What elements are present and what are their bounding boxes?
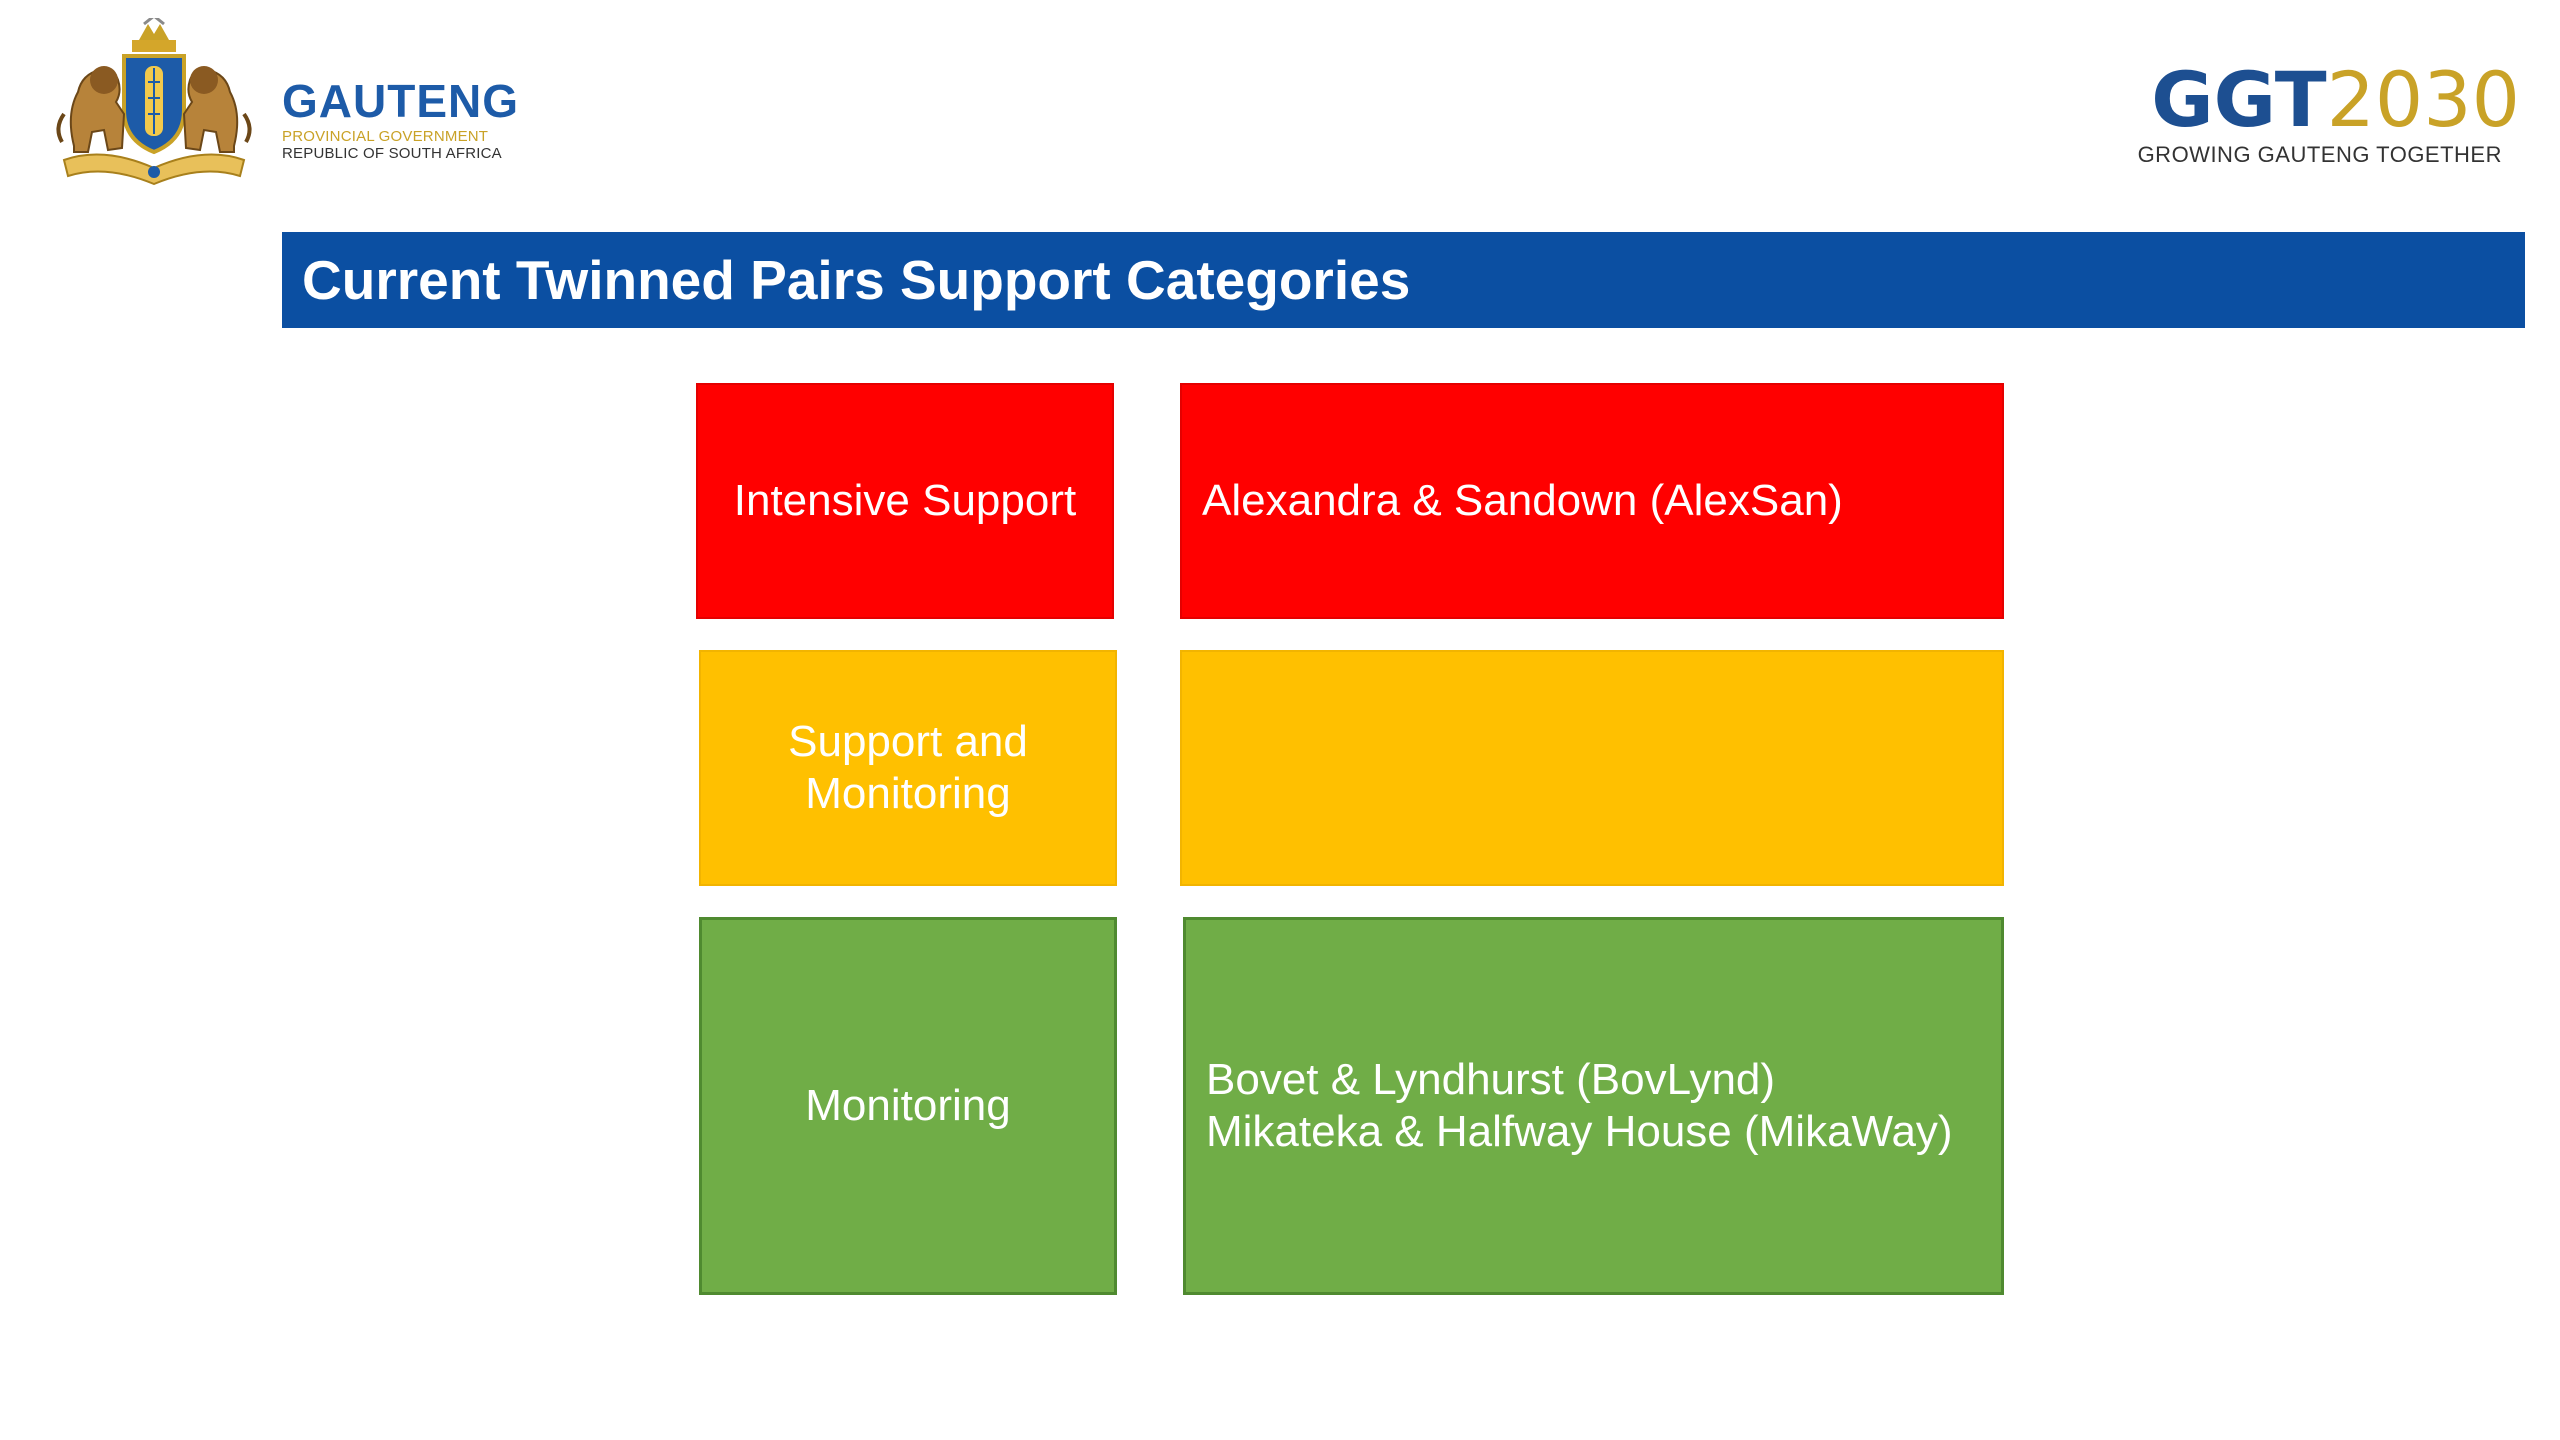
gauteng-logo: GAUTENG PROVINCIAL GOVERNMENT REPUBLIC O…: [44, 18, 524, 188]
category-label: Intensive Support: [733, 476, 1077, 525]
coat-of-arms-icon: [56, 18, 252, 186]
ggt-year: 2030: [2326, 55, 2520, 144]
gauteng-name: GAUTENG: [282, 75, 519, 127]
pairs-list: Bovet & Lyndhurst (BovLynd) Mikateka & H…: [1206, 1055, 1953, 1156]
page-title: Current Twinned Pairs Support Categories: [302, 249, 1411, 311]
ggt-tagline: GROWING GAUTENG TOGETHER: [2137, 142, 2502, 167]
category-intensive-support: Intensive Support: [696, 383, 1114, 619]
ggt-prefix: GGT: [2151, 55, 2327, 144]
pairs-support-and-monitoring: [1180, 650, 2004, 886]
pairs-list: Alexandra & Sandown (AlexSan): [1202, 476, 1843, 525]
ggt2030-wordmark: GGT2030: [2151, 62, 2520, 138]
category-support-and-monitoring: Support and Monitoring: [699, 650, 1117, 886]
gauteng-wordmark: GAUTENG PROVINCIAL GOVERNMENT REPUBLIC O…: [282, 78, 519, 162]
gauteng-subtitle-2: REPUBLIC OF SOUTH AFRICA: [282, 145, 502, 162]
gauteng-subtitle-1: PROVINCIAL GOVERNMENT: [282, 128, 489, 145]
pairs-intensive-support: Alexandra & Sandown (AlexSan): [1180, 383, 2004, 619]
category-label: Monitoring: [805, 1081, 1011, 1130]
category-monitoring: Monitoring: [699, 917, 1117, 1295]
title-bar: Current Twinned Pairs Support Categories: [282, 232, 2525, 328]
category-label: Support and Monitoring: [788, 717, 1028, 818]
ggt2030-logo: GGT2030 GROWING GAUTENG TOGETHER: [2138, 62, 2520, 182]
pairs-monitoring: Bovet & Lyndhurst (BovLynd) Mikateka & H…: [1183, 917, 2004, 1295]
